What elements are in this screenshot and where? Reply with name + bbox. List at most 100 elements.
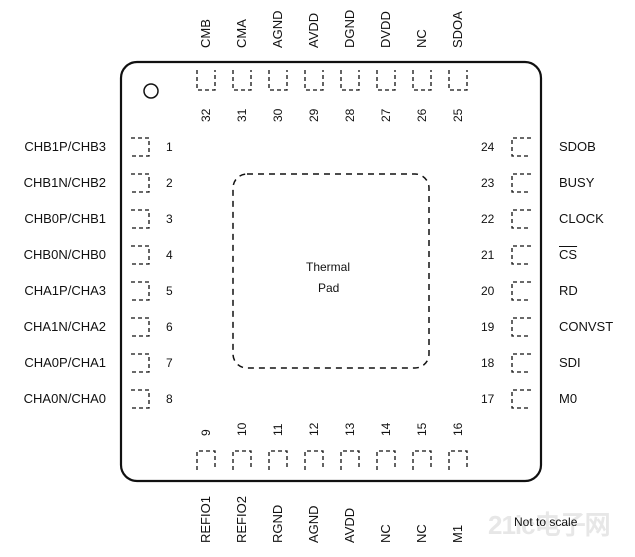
pin-label-20: RD [559,283,578,298]
pin-pad-12 [304,450,324,470]
pin-pad-13 [340,450,360,470]
pin-label-8: CHA0N/CHA0 [23,391,106,406]
pin-number-2: 2 [166,176,173,190]
pin-pad-29 [304,70,324,91]
pin-number-20: 20 [481,284,495,298]
pin-label-12: AGND [306,505,321,543]
pin-pad-32 [196,70,216,91]
pin-pad-9 [196,450,216,470]
pin-label-24: SDOB [559,139,596,154]
pin-pad-21 [511,245,531,265]
pin-label-14: NC [378,524,393,543]
pin-label-16: M1 [450,524,465,543]
pin-pad-1 [131,137,150,157]
pin-label-18: SDI [559,355,581,370]
pin-number-31: 31 [235,108,249,122]
pin-number-10: 10 [235,422,249,436]
pin-number-17: 17 [481,392,495,406]
pin-pad-16 [448,450,468,470]
pin-number-9: 9 [199,429,213,436]
pin-pad-30 [268,70,288,91]
pin-pad-17 [511,389,531,409]
pin-label-13: AVDD [342,507,357,543]
pin-label-3: CHB0P/CHB1 [24,211,106,226]
pin-number-26: 26 [415,108,429,122]
watermark: 21ic电子网 [488,510,611,540]
pin-pad-15 [412,450,432,470]
pin-pad-11 [268,450,288,470]
pin-pad-2 [131,173,150,193]
pin-label-15: NC [414,524,429,543]
pin-pad-6 [131,317,150,337]
pin-label-6: CHA1N/CHA2 [23,319,106,334]
pin-number-32: 32 [199,108,213,122]
thermal-pad-outline [232,173,430,369]
pin-number-15: 15 [415,422,429,436]
package-body [119,60,543,483]
pin-pad-31 [232,70,252,91]
pin-label-32: CMB [198,19,213,48]
pin-number-1: 1 [166,140,173,154]
pin-number-6: 6 [166,320,173,334]
pin-label-27: DVDD [378,11,393,48]
pin-label-17: M0 [559,391,578,406]
pin-label-1: CHB1P/CHB3 [24,139,106,154]
pin-pad-24 [511,137,531,157]
pin-pad-20 [511,281,531,301]
pin-pad-28 [340,70,360,91]
pin1-indicator-dot [143,83,159,99]
pin-number-14: 14 [379,422,393,436]
pin-label-11: RGND [270,504,285,543]
pin-label-9: REFIO1 [198,496,213,543]
pin-pad-25 [448,70,468,91]
pin-number-12: 12 [307,422,321,436]
pin-number-19: 19 [481,320,495,334]
pin-number-30: 30 [271,108,285,122]
pin-label-22: CLOCK [559,211,604,226]
pin-pad-10 [232,450,252,470]
pin-label-2: CHB1N/CHB2 [23,175,106,190]
pin-label-29: AVDD [306,12,321,48]
pin-number-8: 8 [166,392,173,406]
thermal-pad-label-2: Pad [318,281,340,295]
pin-number-21: 21 [481,248,495,262]
pin-number-22: 22 [481,212,495,226]
pin-label-4: CHB0N/CHB0 [23,247,106,262]
pin-label-25: SDOA [450,11,465,48]
pin-number-27: 27 [379,108,393,122]
pin-pad-3 [131,209,150,229]
pin-pad-22 [511,209,531,229]
not-to-scale-note: Not to scale [514,515,578,529]
pin-pads [131,70,531,470]
pin-pad-14 [376,450,396,470]
thermal-pad-label: Thermal [306,260,351,274]
pin-number-7: 7 [166,356,173,370]
pin-number-11: 11 [271,423,285,436]
pin-pad-26 [412,70,432,91]
pin-label-23: BUSY [559,175,595,190]
pin-pad-4 [131,245,150,265]
pin-number-4: 4 [166,248,173,262]
pin-label-10: REFIO2 [234,496,249,543]
pin-label-28: DGND [342,9,357,48]
pin-pad-8 [131,389,150,409]
pin-label-19: CONVST [559,319,614,334]
pin-number-13: 13 [343,422,357,436]
pin-number-5: 5 [166,284,173,298]
pin-label-31: CMA [234,19,249,48]
pin-number-16: 16 [451,422,465,436]
pin-number-28: 28 [343,108,357,122]
pin-number-18: 18 [481,356,495,370]
pin-number-29: 29 [307,108,321,122]
pin-label-30: AGND [270,10,285,48]
pin-number-25: 25 [451,108,465,122]
pin-label-26: NC [414,29,429,48]
pin-pad-7 [131,353,150,373]
pin-number-3: 3 [166,212,173,226]
pin-label-21: CS [559,247,578,262]
pin-number-24: 24 [481,140,495,154]
pin-pad-27 [376,70,396,91]
pin-pad-18 [511,353,531,373]
pin-label-5: CHA1P/CHA3 [24,283,106,298]
